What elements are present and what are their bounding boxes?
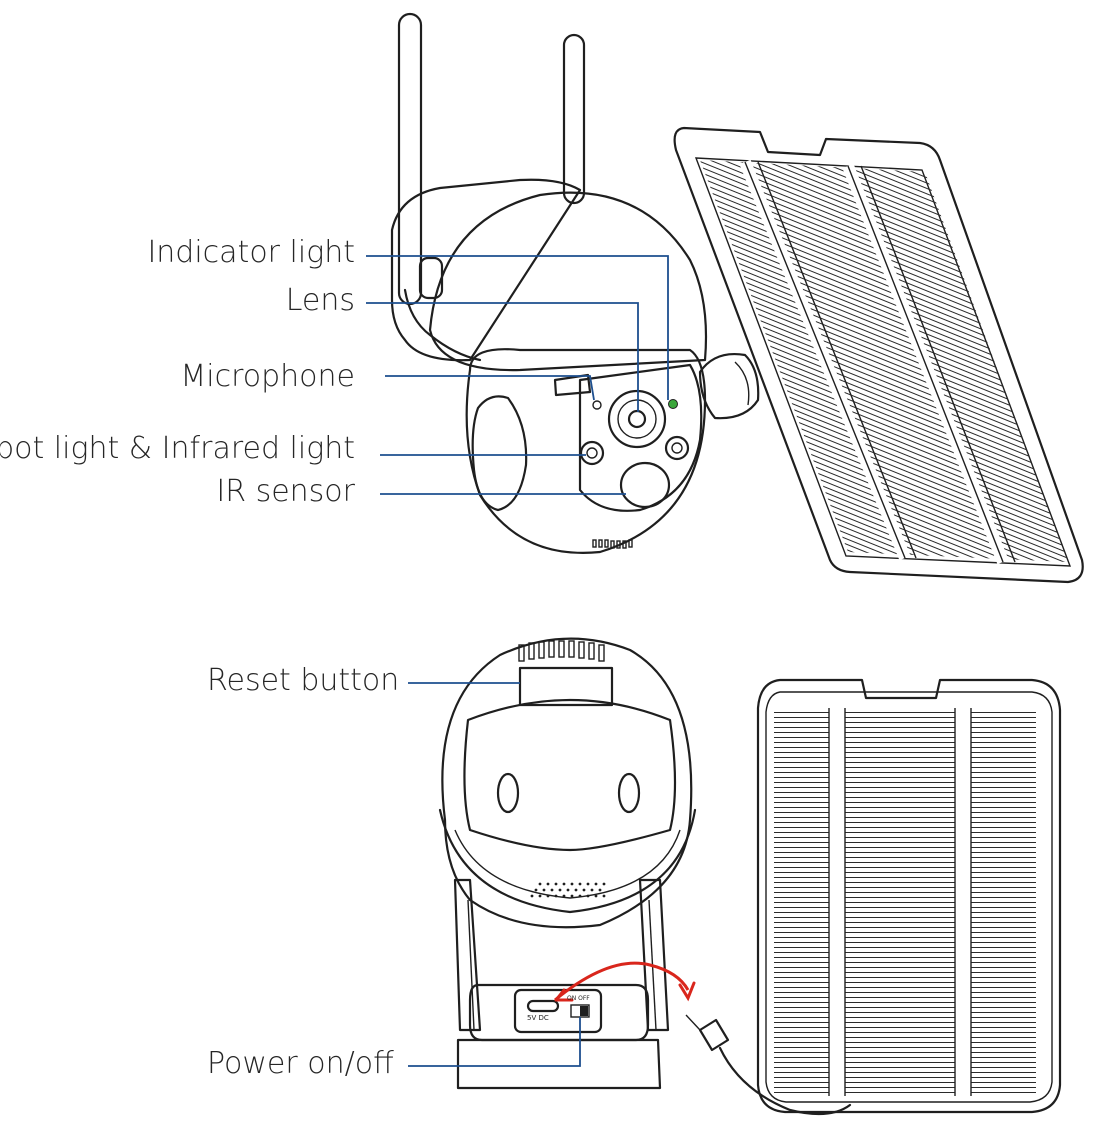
usb-port-text: 5V DC	[527, 1014, 549, 1022]
camera-front	[390, 12, 708, 554]
usb-port	[526, 999, 560, 1013]
reset-button[interactable]	[518, 666, 614, 707]
spot-light-left	[579, 440, 605, 466]
charging-cable	[685, 1014, 852, 1116]
camera-back	[438, 637, 697, 1090]
label-lens: Lens	[285, 283, 355, 318]
leader-lens	[366, 302, 639, 412]
lens	[607, 389, 667, 449]
label-microphone: Microphone	[180, 359, 355, 394]
label-indicator-light: Indicator light	[147, 235, 355, 270]
label-spot-light: Spot light & Infrared light	[0, 431, 355, 466]
solar-panel-back	[756, 678, 1062, 1114]
spot-light-right	[664, 435, 690, 461]
leader-indicator-light	[366, 255, 669, 400]
leader-microphone	[385, 375, 595, 401]
label-power: Power on/off	[207, 1046, 394, 1081]
switch-text: ON OFF	[567, 995, 590, 1002]
microphone	[592, 400, 602, 410]
label-reset-button: Reset button	[207, 663, 400, 698]
leader-power	[408, 1017, 581, 1067]
ir-sensor	[619, 461, 671, 509]
plug-arrow	[554, 961, 696, 1002]
leader-lines	[366, 255, 669, 1067]
label-ir-sensor: IR sensor	[216, 474, 355, 509]
indicator-light	[668, 399, 678, 409]
